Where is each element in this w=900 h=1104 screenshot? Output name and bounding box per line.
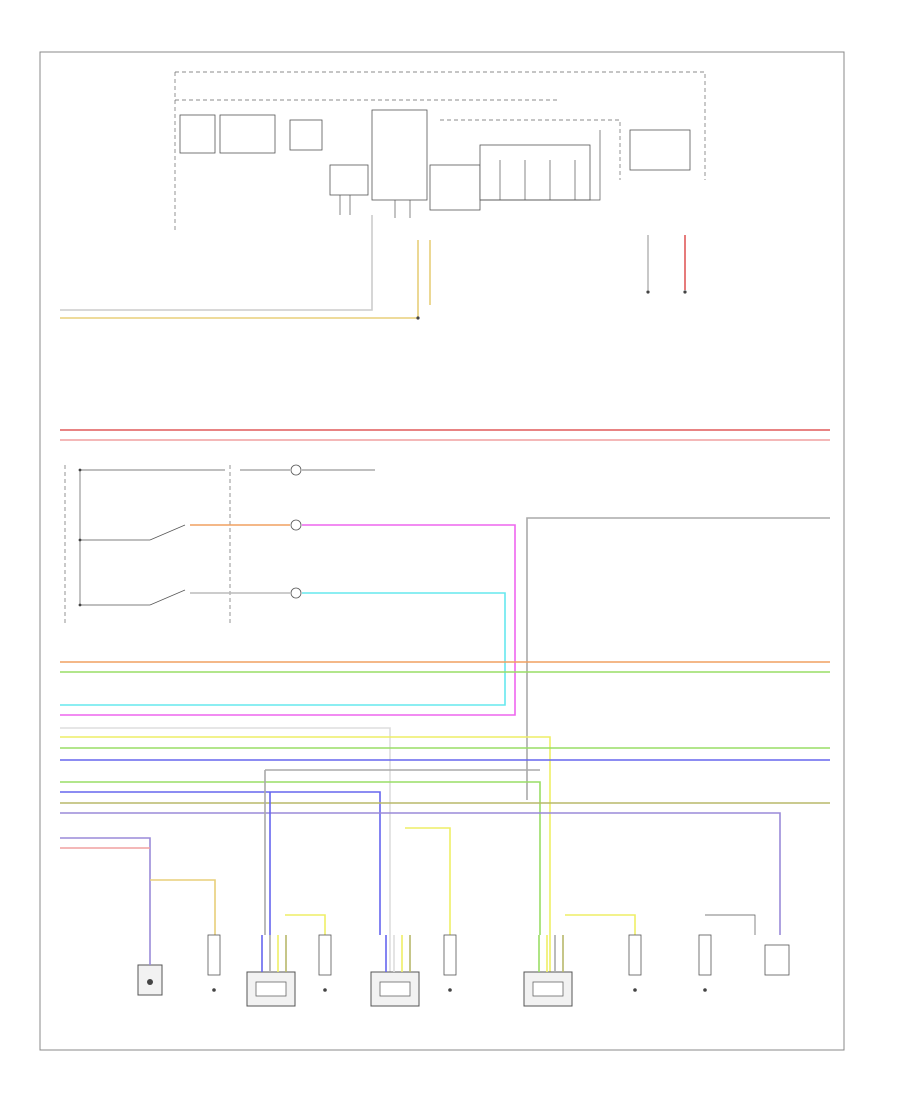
small-sensor-3	[443, 934, 457, 976]
signal-bus	[60, 661, 830, 980]
wire-gray-vertical	[526, 517, 830, 800]
module-box-1	[179, 114, 216, 154]
module-box-8	[629, 129, 691, 171]
small-sensor-5	[698, 934, 712, 976]
small-sensor-4	[628, 934, 642, 976]
wire-blue-bus-2	[60, 791, 381, 935]
module-box-7	[479, 144, 591, 201]
wire-magenta-loop	[60, 524, 516, 716]
wire-yellow-bus	[60, 736, 551, 980]
right-end-module	[764, 944, 790, 976]
wire-yellow-drop-2	[405, 827, 451, 935]
module-box-3	[289, 119, 323, 151]
connector-1	[290, 464, 302, 476]
wire-gray-drop	[264, 769, 540, 935]
power-bus	[60, 429, 830, 441]
module-box-4	[329, 164, 369, 196]
top-control-unit-group	[174, 71, 706, 230]
top-wires	[60, 215, 687, 320]
connector-3	[290, 587, 302, 599]
wire-cyan-loop	[60, 592, 506, 706]
wire-green-bus-3	[60, 781, 541, 935]
wire-violet-bus	[60, 812, 781, 935]
wire-tan-drop-1	[150, 879, 216, 935]
diagram-frame	[39, 51, 845, 1051]
bottom-components	[137, 934, 790, 1007]
module-box-5	[371, 109, 428, 201]
wire-violet-bus-2	[60, 837, 151, 935]
module-box-6	[429, 164, 481, 211]
wire-tan-top	[60, 240, 419, 319]
control-module-1	[246, 971, 296, 1007]
small-sensor-1	[207, 934, 221, 976]
connector-2	[290, 519, 302, 531]
wire-yellow-drop-1	[285, 914, 326, 935]
wire-white-top	[60, 215, 373, 311]
wire-white-bus	[60, 727, 391, 980]
switch-section	[64, 464, 375, 625]
wire-yellow-drop-3	[565, 914, 636, 935]
module-box-2	[219, 114, 276, 154]
small-sensor-2	[318, 934, 332, 976]
signal-loops	[60, 517, 830, 800]
